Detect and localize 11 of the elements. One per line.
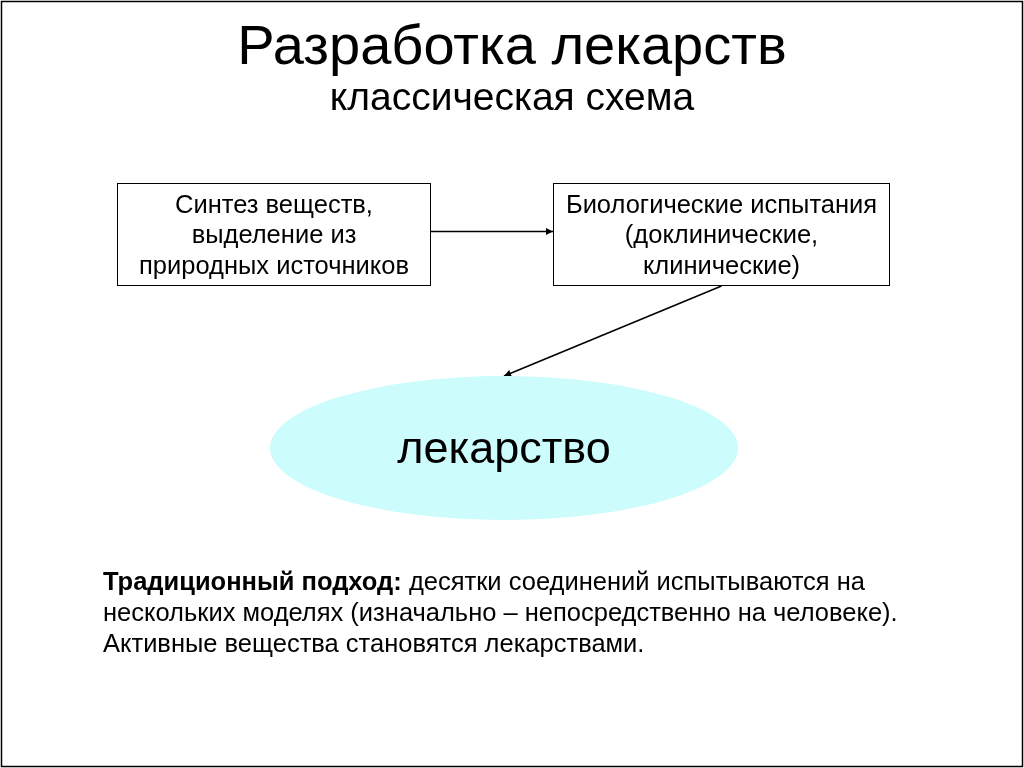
arrow bbox=[503, 285, 723, 377]
slide-title: Разработка лекарств bbox=[236, 13, 788, 77]
description-paragraph: Традиционный подход: десятки соединений испытываются на нескольких моделях (изначально – непосредственно на человеке). Активные вещества становятся лекарствами. bbox=[103, 566, 899, 659]
result-ellipse bbox=[270, 376, 738, 520]
process-box bbox=[117, 183, 431, 286]
box-text: Синтез веществ, выделение из природных источников bbox=[138, 188, 410, 281]
slide-subtitle: классическая схема bbox=[329, 75, 695, 120]
box-text: Биологические испытания (доклинические, клинические) bbox=[564, 188, 879, 281]
process-box bbox=[553, 183, 890, 286]
arrow bbox=[430, 228, 554, 235]
ellipse-text: лекарство bbox=[397, 422, 611, 474]
